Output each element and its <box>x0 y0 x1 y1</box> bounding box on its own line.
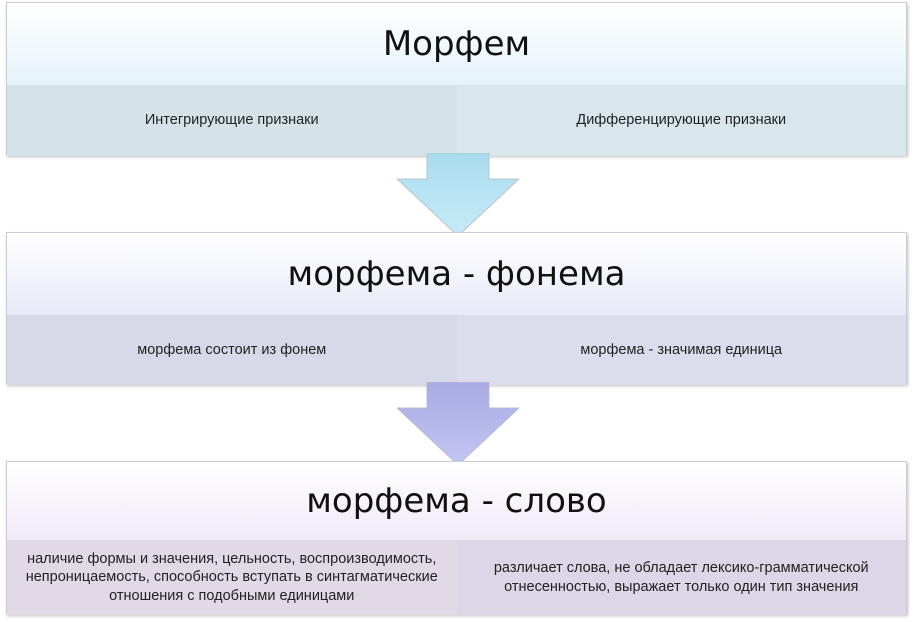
morpheme-significant-unit-cell: морфема - значимая единица <box>456 315 906 385</box>
block-title: морфема - фонема <box>287 254 626 294</box>
integrating-features-cell: Интегрирующие признаки <box>7 85 457 156</box>
morpheme-properties-cell: наличие формы и значения, цельность, вос… <box>7 540 457 615</box>
block-row: наличие формы и значения, цельность, вос… <box>7 540 906 615</box>
morpheme-distinguishes-words-cell: различает слова, не обладает лексико-гра… <box>456 540 906 615</box>
block-title: морфема - слово <box>306 481 607 521</box>
block-morpheme-phoneme: морфема - фонема морфема состоит из фоне… <box>6 232 907 385</box>
block-row: Интегрирующие признаки Дифференцирующие … <box>7 85 906 156</box>
down-arrow-icon <box>397 153 519 237</box>
block-title: Морфем <box>382 24 531 64</box>
differentiating-features-cell: Дифференцирующие признаки <box>456 85 906 156</box>
block-row: морфема состоит из фонем морфема - значи… <box>7 315 906 385</box>
block-morpheme-word: морфема - слово наличие формы и значения… <box>6 461 907 615</box>
block-morphem: Морфем Интегрирующие признаки Дифференци… <box>6 2 907 156</box>
down-arrow-icon <box>397 382 519 466</box>
morpheme-consists-of-phonemes-cell: морфема состоит из фонем <box>7 315 457 385</box>
